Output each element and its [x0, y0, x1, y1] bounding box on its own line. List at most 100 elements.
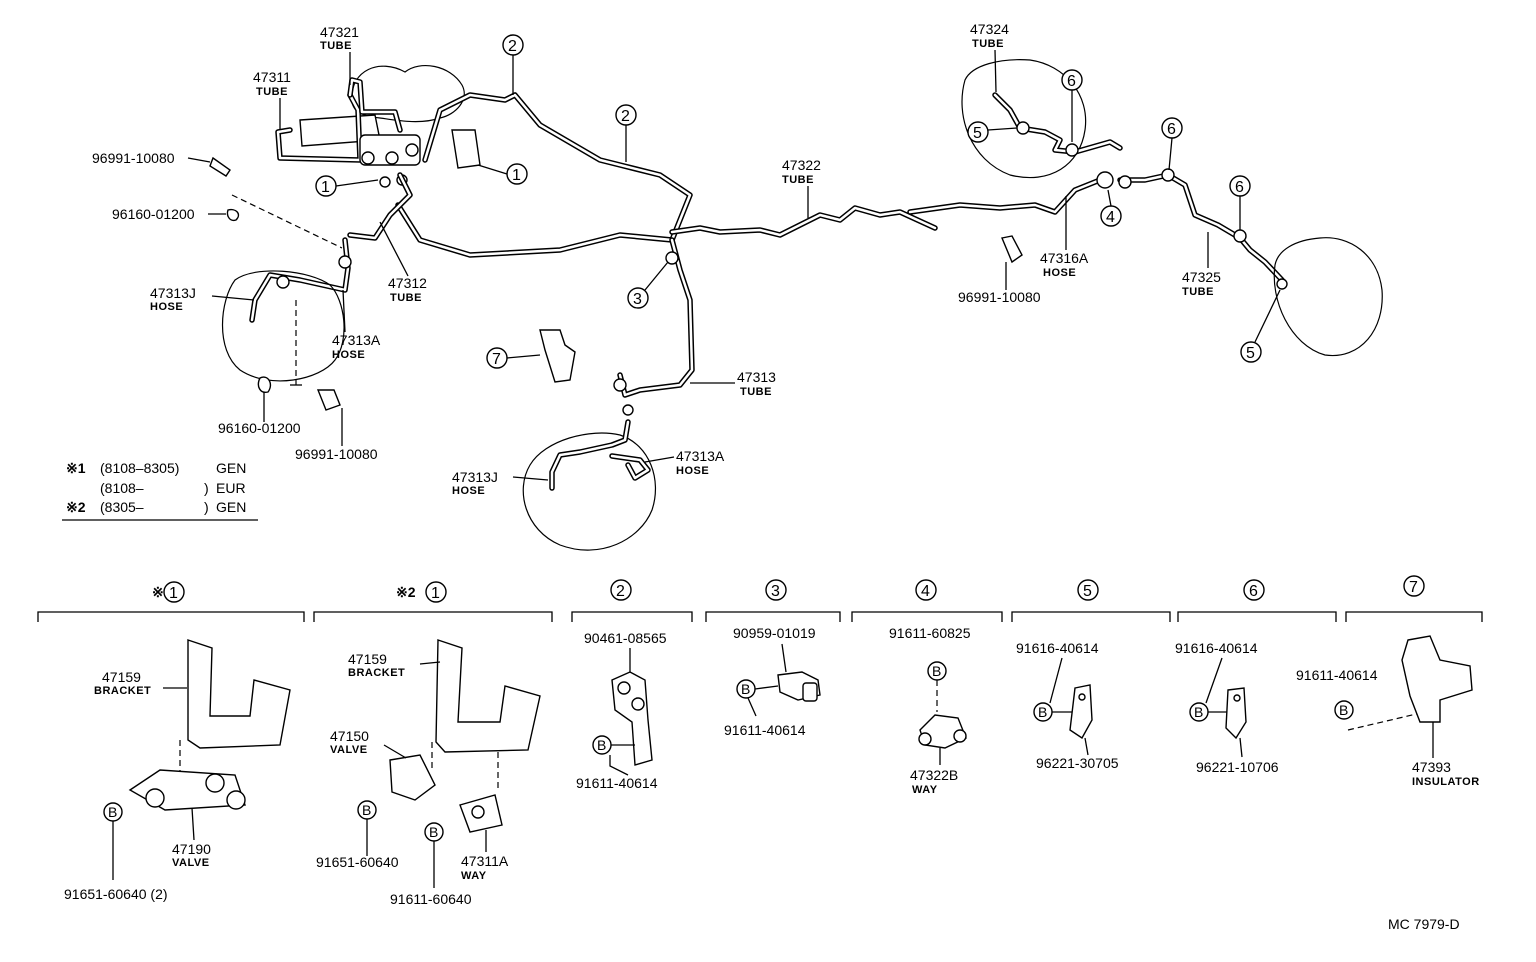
d3-bolt: 91611-40614: [724, 722, 806, 738]
callout-5-upper: 5: [973, 125, 982, 142]
d1b-b2: B: [429, 824, 438, 840]
label-96160-b: 96160-01200: [218, 420, 301, 436]
d1b-way-sub: WAY: [461, 870, 487, 882]
callout-5-lower: 5: [1246, 345, 1255, 362]
upper-labels: 47321 TUBE 47311 TUBE 96991-10080 96160-…: [92, 21, 1221, 497]
d1b-mark: ※2: [396, 584, 416, 600]
legend-region-1: GEN: [216, 460, 246, 476]
rear-right-upper-drum: [961, 59, 1087, 179]
label-47313J-left: 47313J: [150, 285, 196, 301]
d2-b: B: [597, 737, 606, 753]
label-47313J-left-sub: HOSE: [150, 301, 183, 313]
valve-cluster: [359, 134, 421, 166]
label-47311: 47311: [253, 69, 291, 85]
d1a-bolt: 91651-60640 (2): [64, 886, 168, 902]
d4-way-sub: WAY: [912, 784, 938, 796]
d4-bolt: 91611-60825: [889, 625, 971, 641]
d2-clamp: 90461-08565: [584, 630, 667, 646]
callout-6-upper: 6: [1067, 73, 1076, 90]
d1a-valve: 47190: [172, 841, 211, 857]
d1a-b: B: [108, 804, 117, 820]
detail-2: 90461-08565 B 91611-40614: [576, 630, 667, 791]
label-96991-a: 96991-10080: [92, 150, 175, 166]
d4-b: B: [932, 663, 941, 679]
legend-region-2: EUR: [216, 480, 246, 496]
d1b-valve-sub: VALVE: [330, 744, 368, 756]
drawing-code: MC 7979-D: [1388, 916, 1460, 932]
label-47316A-sub: HOSE: [1043, 267, 1076, 279]
d1b-valve: 47150: [330, 728, 369, 744]
label-47313A-left: 47313A: [332, 332, 381, 348]
d6-b: B: [1194, 704, 1203, 720]
rear-left-drum: [522, 432, 656, 551]
legend-range-3: (8305–: [100, 499, 144, 515]
d5-num: 5: [1083, 583, 1092, 600]
d2-num: 2: [616, 583, 625, 600]
d1b-num: 1: [431, 585, 440, 602]
d1b-b1: B: [362, 802, 371, 818]
label-96991-b: 96991-10080: [295, 446, 378, 462]
label-47313J-center: 47313J: [452, 469, 498, 485]
d5-clamp: 96221-30705: [1036, 755, 1119, 771]
legend-mark-2: ※2: [66, 499, 86, 515]
d3-num: 3: [771, 583, 780, 600]
d1b-bolt1: 91651-60640: [316, 854, 399, 870]
label-47313A-center-sub: HOSE: [676, 465, 709, 477]
label-47311-sub: TUBE: [256, 86, 288, 98]
callout-7: 7: [492, 351, 501, 368]
d3-b: B: [741, 681, 750, 697]
d1b-bracket-sub: BRACKET: [348, 667, 405, 679]
upper-assembly-drawing: [209, 59, 1383, 551]
legend-paren-3: ): [204, 499, 209, 515]
d1b-bracket: 47159: [348, 651, 387, 667]
d4-way: 47322B: [910, 767, 958, 783]
d6-bolt: 91616-40614: [1175, 640, 1258, 656]
label-96991-c: 96991-10080: [958, 289, 1041, 305]
d7-ins: 47393: [1412, 759, 1451, 775]
callout-3: 3: [633, 291, 642, 308]
detail-4: 91611-60825 B 47322B WAY: [889, 625, 971, 796]
upper-callouts: 2 2 1 1 3 7 6 5 6 6 4 5: [315, 34, 1281, 369]
label-47313-sub: TUBE: [740, 386, 772, 398]
detail-7: 91611-40614 B 47393 INSULATOR: [1296, 635, 1480, 788]
label-47322: 47322: [782, 157, 821, 173]
label-47324-sub: TUBE: [972, 38, 1004, 50]
d1a-bracket: 47159: [102, 669, 141, 685]
d2-bolt: 91611-40614: [576, 775, 658, 791]
d6-clamp: 96221-10706: [1196, 759, 1279, 775]
d1a-num: 1: [169, 585, 178, 602]
d7-ins-sub: INSULATOR: [1412, 776, 1480, 788]
d3-clamp: 90959-01019: [733, 625, 816, 641]
legend: ※1 (8108–8305) GEN (8108– ) EUR ※2 (8305…: [62, 460, 258, 521]
label-47312-sub: TUBE: [390, 292, 422, 304]
label-47316A: 47316A: [1040, 250, 1089, 266]
label-47313A-left-sub: HOSE: [332, 349, 365, 361]
label-47321-sub: TUBE: [320, 40, 352, 52]
d1b-bolt2: 91611-60640: [390, 891, 472, 907]
d1a-valve-sub: VALVE: [172, 857, 210, 869]
label-47313: 47313: [737, 369, 776, 385]
label-47321: 47321: [320, 24, 359, 40]
legend-range-2: (8108–: [100, 480, 144, 496]
callout-1-right: 1: [512, 167, 521, 184]
label-47325-sub: TUBE: [1182, 286, 1214, 298]
label-47325: 47325: [1182, 269, 1221, 285]
front-left-drum: [222, 270, 345, 382]
callout-6-right: 6: [1235, 179, 1244, 196]
legend-region-3: GEN: [216, 499, 246, 515]
callout-1-left: 1: [321, 179, 330, 196]
label-47313A-center: 47313A: [676, 448, 725, 464]
d5-b: B: [1038, 704, 1047, 720]
d7-num: 7: [1409, 579, 1418, 596]
d1b-way: 47311A: [461, 853, 509, 869]
d1a-bracket-sub: BRACKET: [94, 685, 151, 697]
d7-b: B: [1339, 702, 1348, 718]
label-47322-sub: TUBE: [782, 174, 814, 186]
label-47312: 47312: [388, 275, 427, 291]
detail-1b: 47159 BRACKET 47150 VALVE B 91651-60640 …: [316, 639, 541, 907]
label-96160-a: 96160-01200: [112, 206, 195, 222]
d5-bolt: 91616-40614: [1016, 640, 1099, 656]
d6-num: 6: [1249, 583, 1258, 600]
callout-4: 4: [1106, 209, 1115, 226]
callout-2-top: 2: [508, 38, 517, 55]
